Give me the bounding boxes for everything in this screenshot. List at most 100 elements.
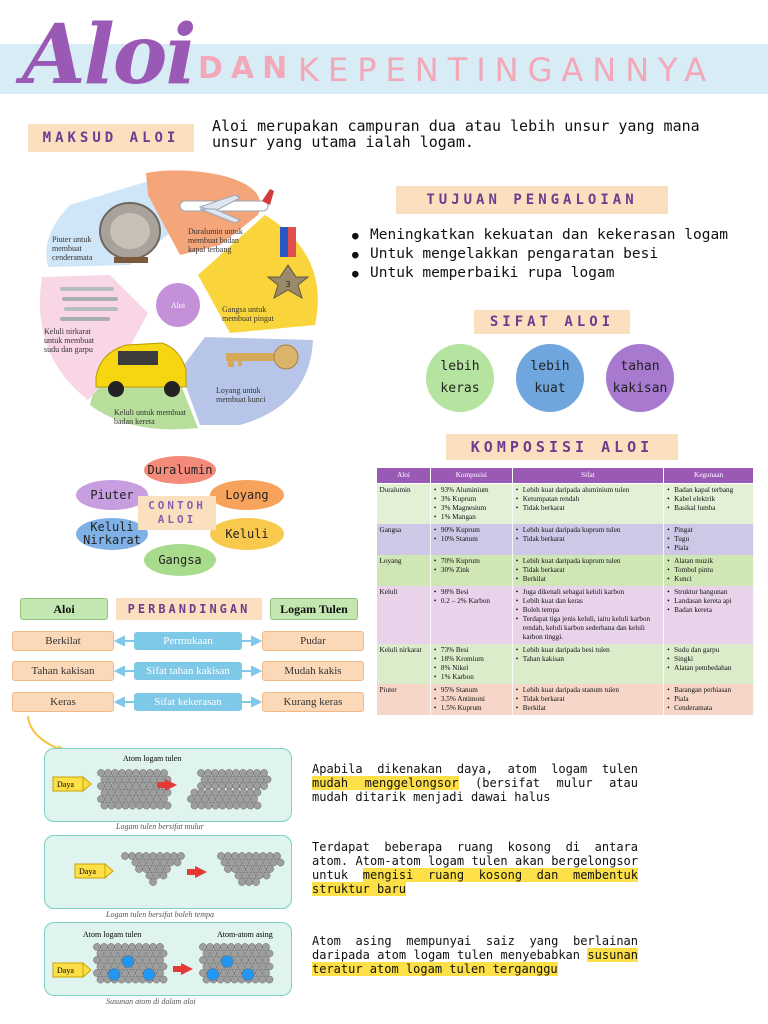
medal-image: 3 (266, 227, 310, 300)
atom (224, 865, 232, 873)
table-cell-komposisi: 98% Besi0.2 – 2% Karbon (430, 586, 513, 644)
atom-cluster (97, 769, 172, 810)
table-cell-item: 1.5% Kuprum (434, 704, 509, 713)
atom (206, 956, 214, 964)
atom (139, 782, 147, 790)
atom (152, 949, 161, 958)
diagram-desc-mulur: Apabila dikenakan daya, atom logam tulen… (312, 762, 638, 804)
table-cell-item: Lebih kuat dan keras (516, 597, 660, 606)
table-cell-item: Lebih kuat daripada stanum tulen (516, 686, 660, 695)
table-cell-item: 10% Stanum (434, 535, 509, 544)
atom (197, 788, 206, 797)
atom (255, 943, 263, 951)
atom (197, 801, 206, 810)
atom (246, 769, 254, 777)
atom (234, 956, 242, 964)
atom (142, 788, 151, 797)
atom (97, 782, 105, 790)
atom (132, 795, 140, 803)
atom (100, 801, 109, 810)
tujuan-label: TUJUAN PENGALOIAN (396, 186, 668, 214)
atom (97, 795, 105, 803)
sifat-line: lebih (530, 359, 570, 374)
perbandingan-aloi-cell: Keras (12, 692, 114, 712)
table-cell-item: Basikal lumba (667, 504, 750, 513)
atom (230, 949, 239, 958)
atom (139, 769, 147, 777)
atom (232, 782, 240, 790)
atom (225, 782, 233, 790)
tujuan-item: Meningkatkan kekuatan dan kekerasan loga… (352, 226, 762, 245)
diagram-caption: Susunan atom di dalam aloi (106, 997, 196, 1006)
atom (221, 775, 230, 784)
table-header: Kegunaan (663, 467, 754, 484)
atom (218, 801, 227, 810)
table-row: Duralumin93% Aluminium3% Kuprum3% Magnes… (376, 483, 754, 524)
atom (93, 956, 101, 964)
atom (242, 775, 251, 784)
atom (145, 871, 154, 880)
atom (145, 858, 154, 867)
table-cell-item: 3.5% Antimoni (434, 695, 509, 704)
table-cell-item: 30% Zink (434, 566, 509, 575)
table-cell-item: Tombol pintu (667, 566, 750, 575)
atom (159, 858, 168, 867)
atom (260, 769, 268, 777)
atom (125, 782, 133, 790)
atom (218, 769, 226, 777)
atom (199, 943, 207, 951)
table-cell-item: Tidak berkarat (516, 535, 660, 544)
table-cell-item: Kunci (667, 575, 750, 584)
maksud-aloi-text: Aloi merupakan campuran dua atau lebih u… (212, 117, 700, 151)
atom (255, 871, 264, 880)
table-cell-kegunaan: Barangan perhiasanPialaCenderamata (663, 684, 754, 715)
atom (177, 852, 185, 860)
diagram-desc-tempa: Terdapat beberapa ruang kosong di antara… (312, 840, 638, 896)
atom (121, 775, 130, 784)
atom (131, 858, 140, 867)
contoh-bubble-piuter: Piuter (76, 480, 148, 510)
atom (149, 788, 158, 797)
atom (248, 956, 256, 964)
coin-image (99, 202, 161, 263)
atom (248, 858, 257, 867)
pie-label-keluli: Keluli untuk membuat badan kereta (114, 408, 186, 426)
title-kepentingannya: KEPENTINGANNYA (298, 51, 716, 89)
atom (232, 801, 241, 810)
diagram-top-label: Atom logam tulen (83, 930, 141, 939)
atom (142, 968, 156, 981)
atom (211, 788, 220, 797)
atom (214, 775, 223, 784)
atom (269, 858, 278, 867)
atom (237, 949, 246, 958)
atom (152, 871, 161, 880)
atom (121, 955, 135, 968)
atom (237, 962, 246, 971)
atom (103, 962, 112, 971)
table-cell-kegunaan: Sudu dan garpuSingkiAlatan pembedahan (663, 644, 754, 684)
atom (232, 788, 241, 797)
atom (225, 801, 234, 810)
atom (262, 858, 271, 867)
atom (220, 955, 234, 968)
daya-label: Daya (57, 966, 74, 975)
atom (146, 782, 154, 790)
table-cell-item: 8% Nikel (434, 664, 509, 673)
atom (228, 775, 237, 784)
svg-text:3: 3 (285, 280, 290, 289)
atom (159, 949, 168, 958)
atom (135, 969, 143, 977)
sifat-line: keras (440, 381, 480, 396)
table-cell-item: Berkilat (516, 575, 660, 584)
tujuan-item: Untuk mengelakkan pengaratan besi (352, 245, 762, 264)
atom (146, 795, 154, 803)
atom (236, 795, 244, 803)
atom (220, 858, 229, 867)
atom (204, 801, 213, 810)
atom (243, 795, 251, 803)
atom (96, 962, 105, 971)
atom (97, 769, 105, 777)
atom (224, 852, 232, 860)
atom (121, 969, 129, 977)
